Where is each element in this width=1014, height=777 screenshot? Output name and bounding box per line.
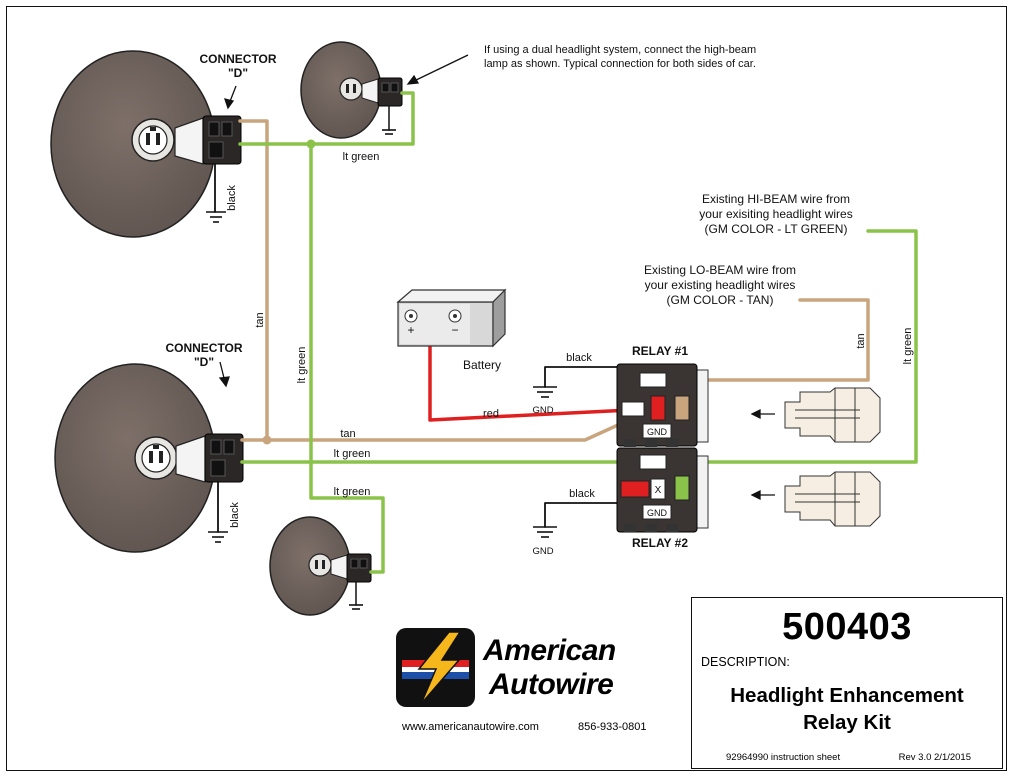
lamp-socket-highbeam-top (339, 77, 363, 101)
lo-beam-note-line3: (GM COLOR - TAN) (667, 293, 774, 307)
connector-highbeam-top (361, 77, 403, 107)
revision-info: Rev 3.0 2/1/2015 (898, 752, 971, 763)
brand-name-autowire: Autowire (489, 668, 614, 701)
connector-d-lower (175, 433, 244, 483)
relay-1-label: RELAY #1 (632, 344, 688, 358)
battery (396, 288, 507, 348)
title-block: 500403 DESCRIPTION: Headlight Enhancemen… (691, 597, 1003, 769)
instruction-sheet-number: 92964990 instruction sheet (726, 752, 841, 763)
relay-2-label: RELAY #2 (632, 536, 688, 550)
wire-label-black-relay1: black (566, 352, 592, 364)
arrow-icon (218, 54, 775, 501)
wire-label-ltgreen-right: lt green (902, 328, 914, 365)
lamp-socket-lower (134, 436, 178, 480)
connector-d-letter-upper: "D" (228, 66, 248, 80)
wire-ltgreen-hibeam (656, 229, 918, 464)
wire-label-black-relay2: black (569, 488, 595, 500)
connector-d-upper (174, 115, 242, 165)
relay-2-gnd-label: GND (647, 508, 668, 518)
terminal-plug-upper (784, 387, 881, 443)
wire-ltgreen-upper (238, 91, 415, 146)
description-title-line2: Relay Kit (803, 711, 891, 734)
connector-highbeam-bottom (330, 553, 372, 583)
description-title: Headlight Enhancement Relay Kit (692, 682, 1002, 736)
hi-beam-note-line3: (GM COLOR - LT GREEN) (705, 222, 848, 236)
dual-headlight-note-line1: If using a dual headlight system, connec… (484, 44, 756, 56)
ground-symbol (206, 129, 557, 610)
wire-label-tan-vertical: tan (254, 312, 266, 327)
wire-tan-upper (238, 119, 269, 442)
wire-label-ltgreen-horizontal: lt green (334, 448, 371, 460)
terminal-plug-lower (784, 471, 881, 527)
wire-tan-lobeam (666, 298, 870, 382)
wire-tan-lower (240, 423, 620, 442)
description-label: DESCRIPTION: (701, 655, 790, 669)
splice-green-upper (306, 139, 316, 149)
description-title-line1: Headlight Enhancement (730, 684, 964, 707)
wire-black-relay1 (544, 366, 619, 388)
hi-beam-note-line1: Existing HI-BEAM wire from (702, 192, 850, 206)
page-border (6, 6, 1007, 771)
connector-d-label-lower: CONNECTOR (165, 341, 242, 355)
relay-1 (616, 363, 709, 447)
gnd-label-relay1: GND (532, 405, 553, 416)
phone-number: 856-933-0801 (578, 721, 647, 733)
battery-minus: − (451, 323, 458, 337)
lo-beam-note-line1: Existing LO-BEAM wire from (644, 263, 796, 277)
hi-beam-note-line2: your exisiting headlight wires (699, 207, 852, 221)
lamp-socket-highbeam-bottom (308, 553, 332, 577)
connector-d-label-upper: CONNECTOR (199, 52, 276, 66)
wire-label-ltgreen-bottom: lt green (334, 486, 371, 498)
relay-1-gnd-label: GND (647, 427, 668, 437)
splice-tan (262, 435, 272, 445)
lamp-socket-upper (131, 118, 175, 162)
part-number: 500403 (782, 606, 912, 648)
wire-label-ltgreen-vertical: lt green (296, 347, 308, 384)
relay-2-x-mark: X (655, 485, 662, 496)
wire-label-black-upper: black (226, 185, 238, 211)
wire-label-black-lower: black (229, 502, 241, 528)
wire-label-ltgreen-top: lt green (343, 151, 380, 163)
relay-2 (616, 447, 709, 533)
wire-label-red: red (483, 408, 499, 420)
wire-black-relay2 (544, 502, 619, 528)
dual-headlight-note-line2: lamp as shown. Typical connection for bo… (484, 58, 756, 70)
brand-name-american: American (483, 634, 616, 667)
battery-plus: + (407, 323, 414, 337)
lo-beam-note-line2: your existing headlight wires (645, 278, 796, 292)
connector-d-letter-lower: "D" (194, 355, 214, 369)
gnd-label-relay2: GND (532, 546, 553, 557)
american-autowire-logo (396, 628, 475, 707)
battery-label: Battery (463, 358, 501, 372)
website-link[interactable]: www.americanautowire.com (402, 721, 539, 733)
wire-ltgreen-vertical (309, 142, 385, 574)
wire-label-tan-horizontal: tan (340, 428, 355, 440)
wire-label-tan-right: tan (855, 333, 867, 348)
